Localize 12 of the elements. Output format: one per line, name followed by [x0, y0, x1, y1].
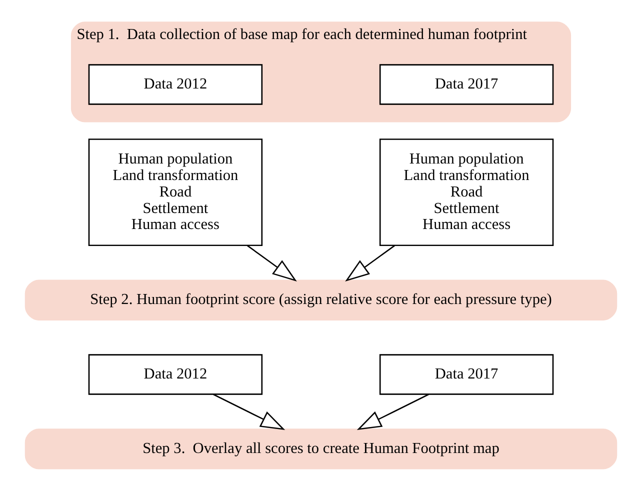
node-box: Data 2012 — [88, 354, 262, 394]
node-box: Data 2012 — [88, 64, 262, 104]
node-box: Step 2. Human footprint score (assign relative score for each pressure type) — [24, 279, 617, 320]
node-box: Data 2017 — [378, 64, 554, 104]
node-box: Human population Land transformation Road Settlement Human access — [88, 138, 262, 246]
node-box: Step 3. Overlay all scores to create Human Footprint map — [24, 428, 617, 469]
arrow — [356, 393, 428, 430]
arrow — [246, 244, 296, 282]
node-box: Data 2017 — [378, 354, 554, 394]
arrow — [212, 393, 285, 430]
node-box: Human population Land transformation Road Settlement Human access — [378, 138, 554, 246]
arrow — [344, 244, 395, 282]
